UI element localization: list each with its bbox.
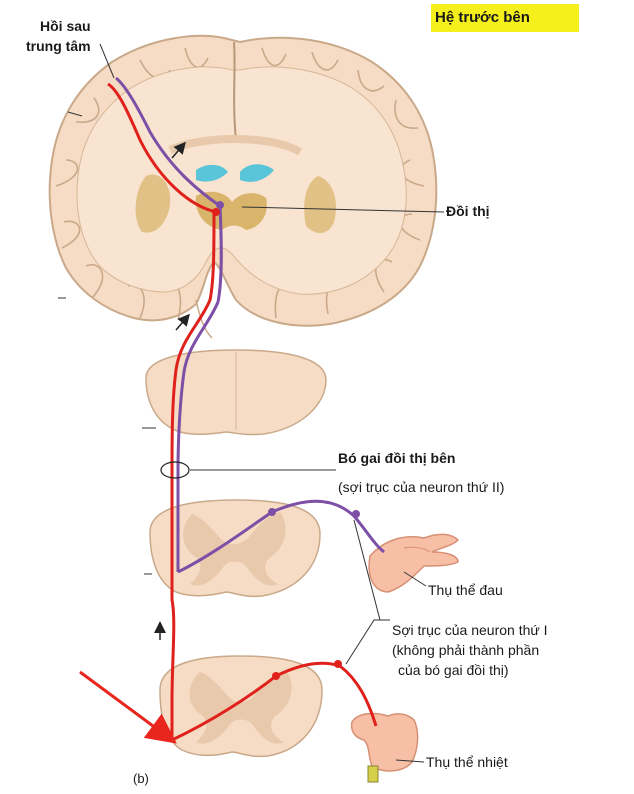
direction-arrow-brainstem [175, 313, 190, 331]
panel-label: (b) [133, 771, 149, 786]
second-order-cross-red [171, 674, 277, 742]
title-highlight: Hệ trước bên [431, 4, 579, 32]
gray-matter-lower [189, 670, 292, 744]
leader-postcentral [99, 43, 115, 79]
page-title: Hệ trước bên [435, 9, 530, 26]
leader-thalamus [241, 206, 445, 213]
highlight-pointer-arrow [79, 670, 177, 744]
label-pain-receptor: Thụ thể đau [428, 582, 503, 598]
direction-arrow-cortex [171, 141, 186, 159]
label-postcentral-2: trung tâm [26, 38, 91, 54]
label-thalamus: Đồi thị [446, 203, 490, 219]
third-order-neuron-purple [115, 76, 221, 208]
leader-first-neuron-a [345, 619, 390, 665]
second-order-cross-purple [177, 510, 273, 574]
label-tract-name: Bó gai đồi thị bên [338, 450, 456, 466]
basal-nucleus-left [135, 174, 171, 233]
third-order-neuron-red [107, 82, 217, 214]
spinal-section-lower [159, 655, 323, 758]
basal-nucleus-right [304, 176, 337, 234]
tract-marker [160, 461, 190, 479]
label-temp-receptor: Thụ thể nhiệt [426, 754, 508, 770]
spinal-section-middle [149, 499, 321, 598]
foot-illustration [350, 712, 419, 783]
ventricle-left [196, 164, 228, 182]
ascending-tract-purple [176, 205, 223, 572]
label-tract-desc: (sợi trục của neuron thứ II) [338, 479, 505, 495]
label-first-neuron-3: của bó gai đồi thị) [398, 662, 509, 678]
leader-first-neuron-b [353, 519, 381, 621]
label-first-neuron-2: (không phải thành phần [392, 642, 540, 658]
label-postcentral-1: Hồi sau [40, 18, 91, 34]
brain-section [48, 34, 438, 339]
leader-pain-receptor [403, 571, 427, 587]
leader-temp-receptor [395, 759, 425, 763]
ascending-tract-red [170, 211, 216, 740]
hand-illustration [368, 533, 460, 593]
ventricle-right [240, 164, 274, 182]
label-first-neuron-1: Sợi trục của neuron thứ I [392, 622, 548, 638]
gray-matter-middle [183, 512, 286, 586]
